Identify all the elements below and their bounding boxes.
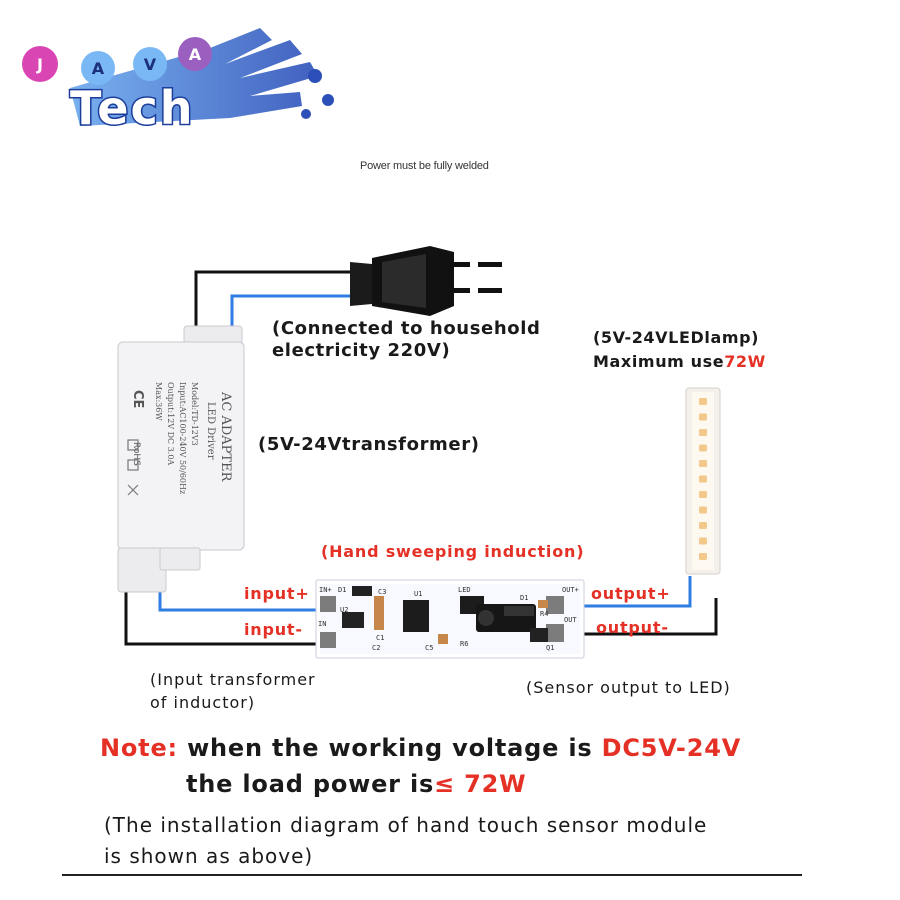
input-minus-label: input-	[244, 620, 303, 639]
ce-mark: CE	[130, 390, 145, 408]
wire-input-minus	[124, 590, 318, 646]
led-dot	[699, 491, 707, 498]
note-line1-text: when the working voltage is	[187, 734, 593, 762]
pcb-silk: Q1	[546, 644, 554, 652]
note-prefix: Note:	[100, 734, 178, 762]
wire-output-minus	[582, 598, 718, 636]
logo-letter: J	[36, 55, 43, 74]
led-dot	[699, 444, 707, 452]
led-dot	[699, 537, 707, 545]
pcb-silk: OUT	[564, 616, 577, 624]
transformer-print: AC ADAPTER	[218, 391, 233, 483]
wire-plug-black	[194, 270, 350, 330]
sensor-module-pcb: IN+ IN D1 U2 C1 C3 C2 U1 LED R6 C5 Q1 R4…	[315, 579, 585, 659]
bottom-divider	[62, 874, 802, 876]
pcb-silk: D1	[338, 586, 346, 594]
pcb-silk: C1	[376, 634, 384, 642]
transformer-print: Input:AC100-240V 50/60Hz	[178, 382, 187, 494]
transformer-box: AC ADAPTER LED Driver Model:TD-12V3 Inpu…	[117, 325, 245, 593]
transformer-print: Model:TD-12V3	[190, 382, 199, 446]
pcb-silk: U1	[414, 590, 422, 598]
hand-graphic	[70, 28, 334, 126]
pcb-silk: LED	[458, 586, 471, 594]
note-voltage-value: DC5V-24V	[601, 734, 742, 762]
wire-output-plus	[582, 576, 692, 608]
led-dot	[699, 475, 707, 483]
blue-wires	[158, 294, 692, 612]
transformer-print: Output:12V DC 3.0A	[166, 382, 175, 465]
output-minus-label: output-	[596, 618, 669, 637]
wire-input-plus	[158, 590, 318, 612]
input-inductor-line: (Input transformer	[150, 670, 316, 689]
led-dot	[699, 460, 707, 467]
pcb-silk: OUT+	[562, 586, 579, 594]
logo-letter-balls: J A V A	[22, 37, 212, 85]
plug-label: (Connected to household electricity 220V…	[272, 318, 540, 362]
led-dot	[699, 506, 707, 514]
weld-note: Power must be fully welded	[360, 160, 489, 172]
plug-label-line: electricity 220V)	[272, 340, 451, 361]
pcb-silk: C2	[372, 644, 380, 652]
lamp-max-value: 72W	[724, 352, 766, 371]
plug-label-line: (Connected to household	[272, 318, 541, 339]
note-power-value: ≤ 72W	[434, 770, 527, 798]
pcb-silk: U2	[340, 606, 348, 614]
caption-line: is shown as above)	[104, 844, 314, 868]
pcb-silk: C5	[425, 644, 433, 652]
note-line2: the load power is≤ 72W	[100, 766, 741, 802]
pcb-silk: R4	[540, 610, 548, 618]
pcb-silk: C3	[378, 588, 386, 596]
lamp-label: (5V-24VLEDlamp) Maximum use72W	[593, 326, 766, 374]
caption-line: (The installation diagram of hand touch …	[104, 813, 708, 837]
lamp-max-text: Maximum use	[593, 352, 725, 371]
pcb-silk: D1	[520, 594, 528, 602]
pcb-silk: IN+	[319, 586, 332, 594]
led-dot	[699, 522, 707, 529]
wire-plug-blue	[230, 294, 350, 330]
lamp-label-line1: (5V-24VLEDlamp)	[593, 328, 760, 347]
transformer-print: Max:36W	[154, 382, 163, 421]
led-dot	[699, 429, 707, 436]
input-inductor-label: (Input transformer of inductor)	[150, 668, 316, 714]
pcb-silk: IN	[318, 620, 326, 628]
note-line2-text: the load power is	[186, 770, 435, 798]
logo-word: Tech	[70, 81, 194, 135]
diagram-caption: (The installation diagram of hand touch …	[104, 810, 707, 872]
black-wires	[124, 270, 718, 646]
power-plug	[350, 246, 502, 316]
led-dot	[699, 398, 707, 405]
sensor-output-label: (Sensor output to LED)	[526, 678, 731, 697]
led-dot-group	[699, 398, 707, 560]
transformer-print: LED Driver	[205, 402, 216, 460]
lamp-label-line2: Maximum use72W	[593, 350, 766, 374]
java-tech-logo: J A V A Tech	[22, 28, 334, 137]
led-dot	[699, 553, 707, 560]
transformer-label: (5V-24Vtransformer)	[258, 434, 480, 455]
rohs-mark: RoHS	[131, 442, 141, 466]
input-plus-label: input+	[244, 584, 310, 603]
input-inductor-line: of inductor)	[150, 693, 256, 712]
voltage-note: Note: when the working voltage is DC5V-2…	[100, 730, 741, 802]
logo-letter: A	[189, 45, 202, 64]
led-dot	[699, 413, 707, 421]
led-lamp	[685, 387, 721, 575]
pcb-silk: R6	[460, 640, 468, 648]
output-plus-label: output+	[591, 584, 671, 603]
logo-letter: V	[144, 55, 157, 74]
module-title: (Hand sweeping induction)	[321, 542, 585, 561]
logo-letter: A	[92, 59, 105, 78]
